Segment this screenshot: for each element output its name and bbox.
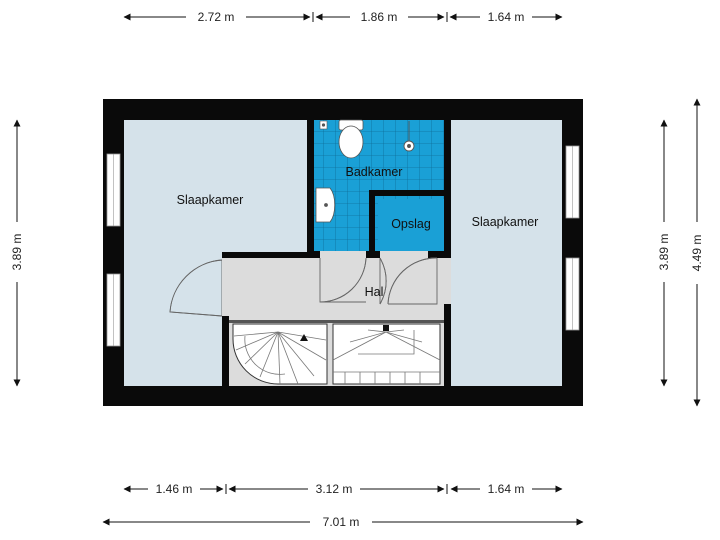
toilet: [338, 119, 364, 159]
stairs-right: [332, 323, 441, 385]
left-bedroom-floor: [124, 120, 307, 386]
dim-overall-width: 7.01 m: [323, 515, 360, 529]
room-label-left-bedroom: Slaapkamer: [177, 193, 244, 207]
dim-bottom-2: 3.12 m: [316, 482, 353, 496]
shower: [403, 121, 415, 152]
right-bedroom-floor: [451, 120, 562, 386]
wall-hall-left: [222, 252, 229, 386]
dim-top-2: 1.86 m: [361, 10, 398, 24]
dim-top-1: 2.72 m: [198, 10, 235, 24]
window-mullions: [113, 146, 573, 346]
stairs-divider: [229, 320, 444, 323]
dim-right-inner-height: 3.89 m: [657, 234, 671, 271]
dim-lines-top: [123, 12, 563, 22]
small-fixture: [319, 120, 328, 130]
dim-top-3: 1.64 m: [488, 10, 525, 24]
door-gap-right: [444, 258, 451, 304]
stairs-left: [232, 323, 328, 385]
room-label-bathroom: Badkamer: [346, 165, 403, 179]
sink: [315, 187, 336, 223]
dim-lines-bottom: [123, 484, 563, 494]
room-label-right-bedroom: Slaapkamer: [472, 215, 539, 229]
dim-right-outer-height: 4.49 m: [690, 235, 704, 272]
dim-bottom-1: 1.46 m: [156, 482, 193, 496]
dim-left-height: 3.89 m: [10, 234, 24, 271]
room-label-storage: Opslag: [391, 217, 431, 231]
door-gap-left: [222, 258, 229, 316]
door-gap-storage: [380, 251, 428, 258]
wall-hall-top: [222, 252, 314, 258]
dim-bottom-3: 1.64 m: [488, 482, 525, 496]
door-gap-bath: [320, 251, 366, 258]
wall-hall-right: [444, 120, 451, 386]
storage-floor: [378, 199, 444, 251]
wall-bedroom-bath: [307, 120, 314, 258]
room-label-hall: Hal: [365, 285, 384, 299]
